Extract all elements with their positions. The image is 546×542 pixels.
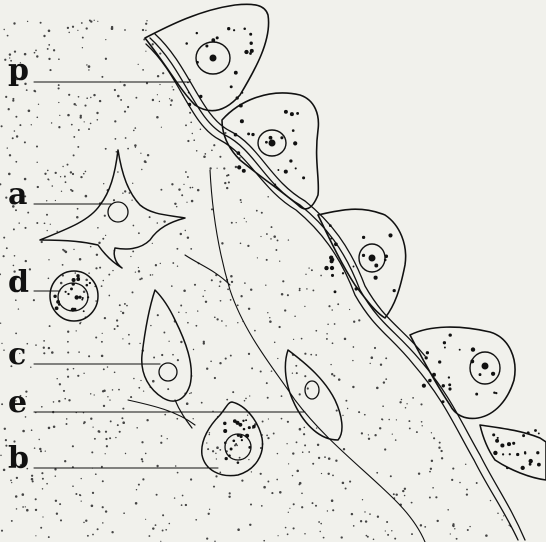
label-e: e bbox=[8, 388, 27, 418]
label-p: p bbox=[8, 56, 29, 86]
label-c: c bbox=[8, 340, 26, 370]
label-d: d bbox=[8, 268, 29, 298]
label-a: a bbox=[8, 180, 27, 210]
label-b: b bbox=[8, 444, 29, 474]
